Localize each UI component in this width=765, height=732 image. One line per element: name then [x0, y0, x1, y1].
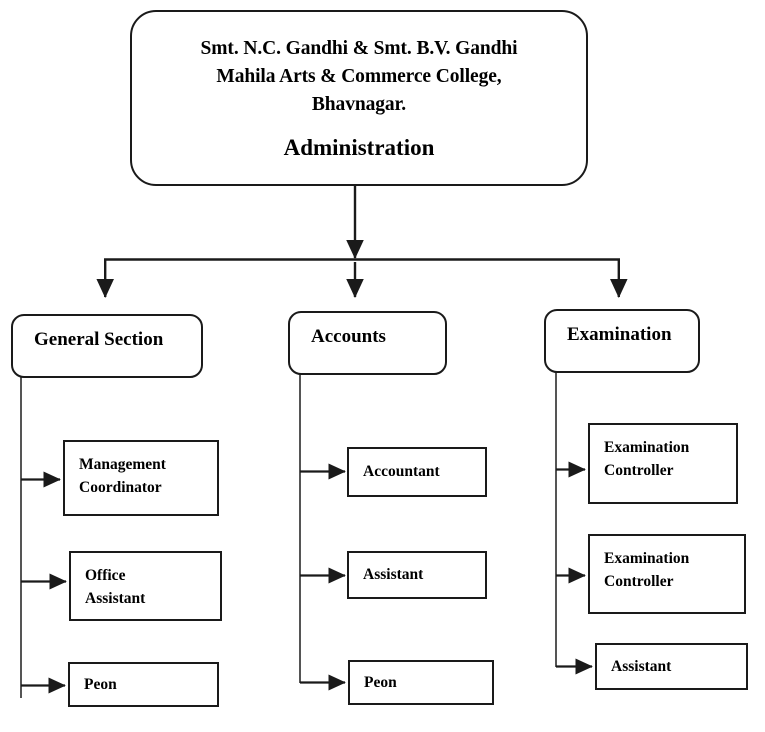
department-label-accounts: Accounts [311, 326, 386, 347]
staff-label-examination-assistant: Assistant [611, 657, 672, 675]
staff-label-line-1: Office [85, 567, 126, 584]
department-node-general-section[interactable]: General Section [11, 314, 203, 378]
staff-label-line-1: Examination [604, 550, 690, 567]
staff-node-accounts-assistant[interactable]: Assistant [347, 551, 487, 599]
root-institution-line-3: Bhavnagar. [311, 93, 407, 115]
root-node-administration[interactable]: Smt. N.C. Gandhi & Smt. B.V. Gandhi Mahi… [130, 10, 588, 186]
staff-node-accountant[interactable]: Accountant [347, 447, 487, 497]
root-institution-name: Smt. N.C. Gandhi & Smt. B.V. Gandhi Mahi… [201, 35, 518, 118]
department-label-examination: Examination [567, 324, 672, 345]
staff-label-accounts-peon: Peon [364, 673, 397, 691]
staff-label-office-assistant: Office Assistant [85, 564, 145, 611]
staff-node-examination-controller-2[interactable]: Examination Controller [588, 534, 746, 614]
staff-node-accounts-peon[interactable]: Peon [348, 660, 494, 705]
staff-label-accounts-assistant: Assistant [363, 565, 424, 583]
staff-node-office-assistant[interactable]: Office Assistant [69, 551, 222, 621]
staff-label-line-2: Controller [604, 462, 674, 480]
root-institution-line-1: Smt. N.C. Gandhi & Smt. B.V. Gandhi [200, 38, 518, 60]
department-label-general-section: General Section [34, 329, 164, 350]
staff-node-general-section-peon[interactable]: Peon [68, 662, 219, 707]
staff-label-line-2: Assistant [85, 590, 146, 608]
root-institution-line-2: Mahila Arts & Commerce College, [216, 66, 502, 88]
staff-node-management-coordinator[interactable]: Management Coordinator [63, 440, 219, 516]
staff-label-general-section-peon: Peon [84, 675, 117, 693]
staff-label-line-2: Coordinator [79, 479, 162, 497]
root-heading: Administration [283, 134, 435, 160]
staff-label-line-2: Controller [604, 573, 674, 591]
staff-label-examination-controller-2: Examination Controller [604, 547, 689, 594]
staff-label-line-1: Examination [604, 439, 690, 456]
staff-label-examination-controller-1: Examination Controller [604, 436, 689, 483]
staff-node-examination-controller-1[interactable]: Examination Controller [588, 423, 738, 504]
staff-label-accountant: Accountant [363, 462, 440, 480]
department-node-accounts[interactable]: Accounts [288, 311, 447, 375]
staff-label-line-1: Management [79, 456, 166, 473]
staff-label-management-coordinator: Management Coordinator [79, 453, 166, 500]
department-node-examination[interactable]: Examination [544, 309, 700, 373]
staff-node-examination-assistant[interactable]: Assistant [595, 643, 748, 690]
